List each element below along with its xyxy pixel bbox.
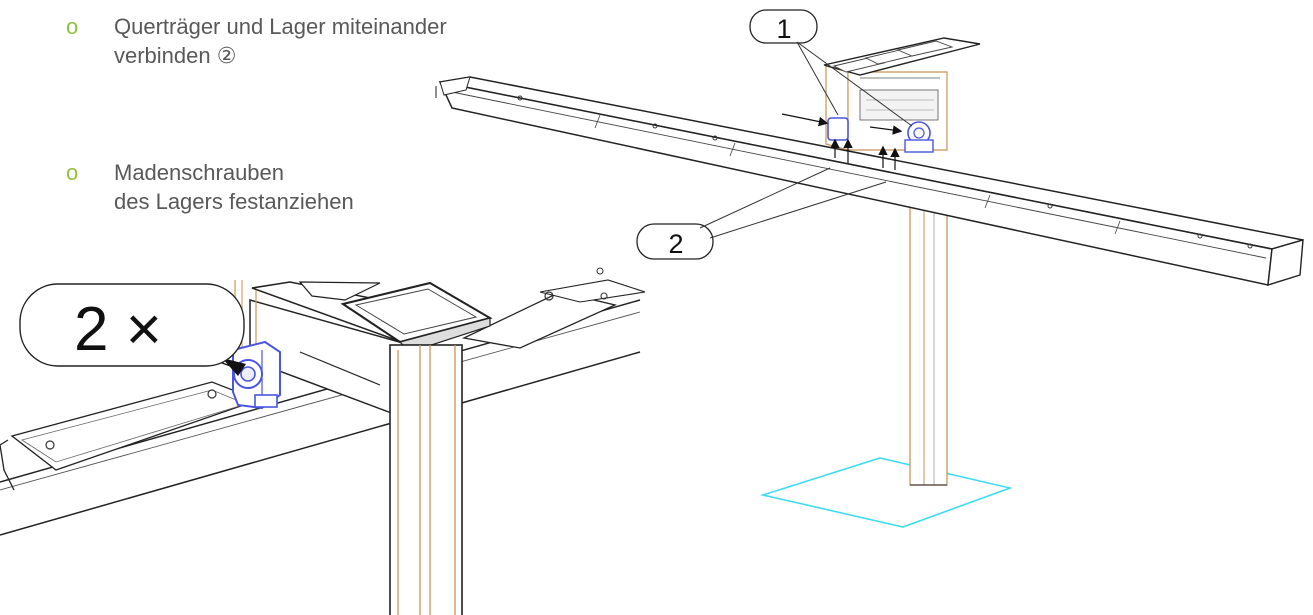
assembly-arrows <box>781 113 903 170</box>
detail-bearing <box>232 340 281 410</box>
floor-plate <box>759 457 1013 528</box>
callout-1: 1 <box>749 9 913 127</box>
overview-drawing: 1 2 <box>435 9 1304 528</box>
bearing-left <box>827 117 849 141</box>
column-head <box>823 37 981 151</box>
detail-beam <box>0 267 646 536</box>
cross-beam <box>435 76 1304 286</box>
detail-column <box>389 344 463 615</box>
detail-drawing: 2 × <box>0 267 646 615</box>
bullet-icon: o <box>66 14 79 39</box>
callout-2-label: 2 <box>668 229 683 259</box>
instruction-line: verbinden ② <box>114 43 237 68</box>
quantity-callout: 2 × <box>19 283 245 367</box>
callout-1-label: 1 <box>776 14 791 44</box>
instruction-text: Querträger und Lager miteinander verbind… <box>114 12 447 70</box>
quantity-label: 2 × <box>74 295 162 364</box>
instruction-line: Madenschrauben <box>114 160 285 185</box>
instruction-text: Madenschrauben des Lagers festanziehen <box>114 158 354 216</box>
detail-column-head <box>234 280 493 422</box>
bullet-icon: o <box>66 160 79 185</box>
bearing-right <box>904 121 934 153</box>
instruction-line: des Lagers festanziehen <box>114 189 354 214</box>
instruction-line: Querträger und Lager miteinander <box>114 14 447 39</box>
callout-2: 2 <box>636 167 887 260</box>
column <box>909 174 948 486</box>
